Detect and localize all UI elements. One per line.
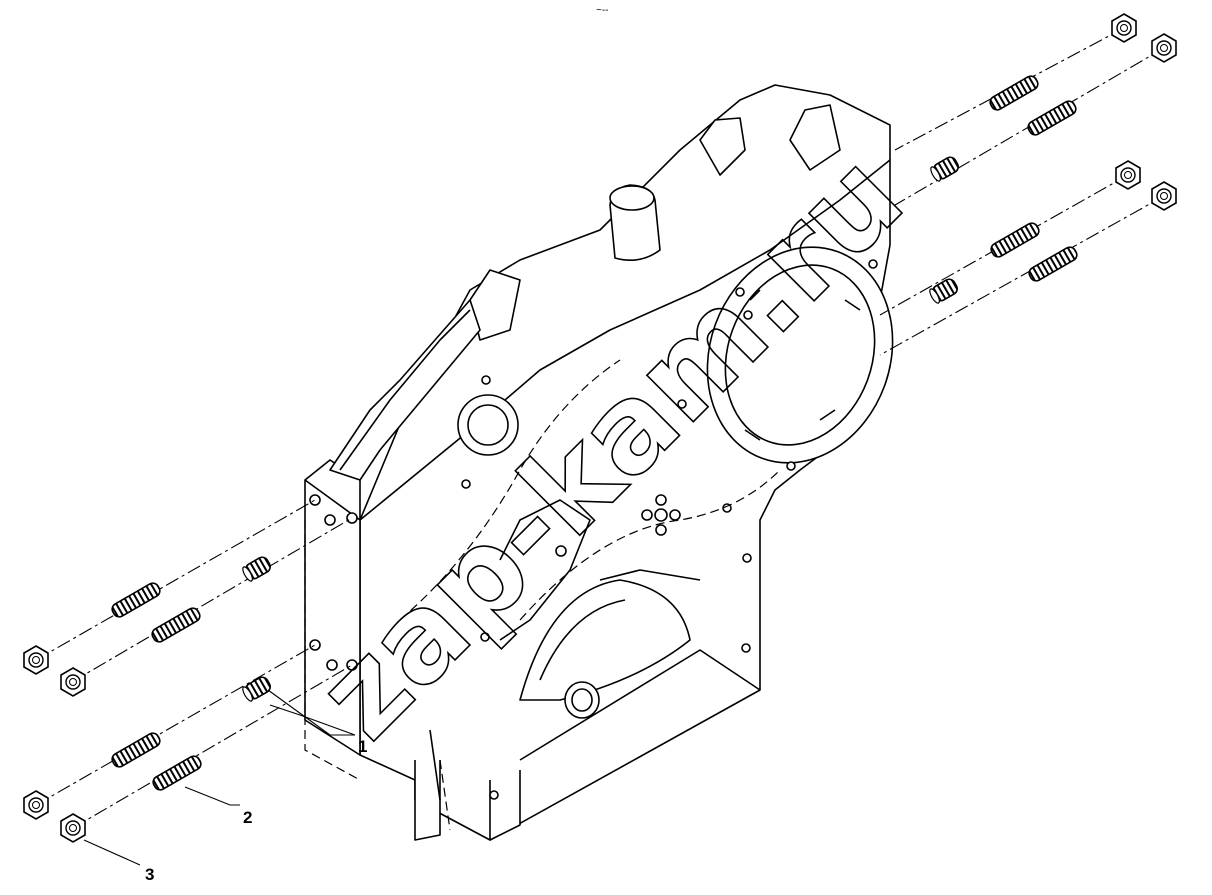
callout-label-3: 3 <box>145 865 154 884</box>
header-mark: ~-- <box>596 5 609 16</box>
nut-icon <box>60 667 86 697</box>
nut-icon <box>60 813 86 843</box>
stud-icon <box>150 753 204 793</box>
fastener-set-left-upper <box>23 499 353 697</box>
nut-icon <box>1151 33 1177 63</box>
stud-icon <box>988 220 1042 260</box>
nut-icon <box>1115 160 1141 190</box>
stud-icon <box>109 580 163 620</box>
callout-label-2: 2 <box>243 808 252 827</box>
stud-icon <box>1026 244 1080 284</box>
fastener-set-right-lower <box>879 160 1177 356</box>
dowel-icon <box>240 554 274 584</box>
stud-icon <box>109 730 163 770</box>
dowel-icon <box>927 276 961 306</box>
dowel-icon <box>240 674 274 704</box>
nut-icon <box>23 790 49 820</box>
fastener-set-left-lower <box>23 644 353 843</box>
callout-3: 3 <box>83 839 154 884</box>
stud-icon <box>149 605 203 645</box>
stud-icon <box>1025 98 1079 138</box>
callout-label-1: 1 <box>358 737 367 756</box>
hidden-edges <box>304 359 781 831</box>
nut-icon <box>1111 13 1137 43</box>
gear-housing <box>304 84 894 841</box>
dowel-icon <box>928 154 962 184</box>
callout-1: 1 <box>267 689 367 756</box>
fastener-set-right-upper <box>894 13 1177 206</box>
nut-icon <box>1151 181 1177 211</box>
callout-2: 2 <box>184 786 252 827</box>
nut-icon <box>23 645 49 675</box>
stud-icon <box>987 73 1041 113</box>
